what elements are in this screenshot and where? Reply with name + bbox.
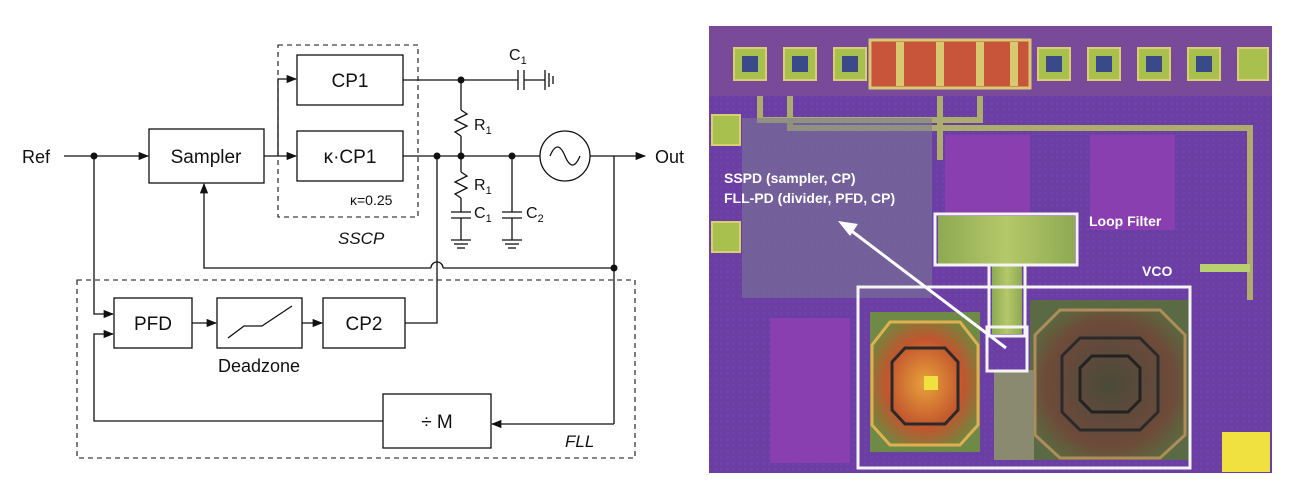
loop-filter-label: Loop Filter	[1089, 213, 1162, 229]
vco-label: VCO	[1142, 263, 1172, 279]
inductor-right-inner2	[1078, 354, 1142, 414]
kcp1-block	[296, 130, 404, 182]
ref-to-pfd-wire	[93, 156, 115, 319]
red-pad-bars	[896, 42, 1018, 86]
divider-block	[382, 393, 492, 449]
c2-label: C2	[526, 205, 544, 225]
r1-lower-resistor	[453, 171, 469, 199]
divider-label: ÷ M	[421, 412, 453, 433]
fll-pd-label: FLL-PD (divider, PFD, CP)	[724, 190, 895, 206]
top-pad-cores	[742, 56, 1212, 72]
loop-filter-outline	[933, 212, 1079, 267]
loop-filter-stem	[992, 264, 1022, 334]
ref-label: Ref	[22, 147, 51, 167]
sscp-group-box	[277, 44, 419, 218]
cp1-label: CP1	[332, 71, 369, 92]
vco-core-strip	[994, 370, 1034, 460]
sampler-to-cp1-wire	[277, 74, 298, 156]
red-pad-group	[868, 38, 1032, 90]
c1-top-label: C1	[509, 47, 527, 67]
kcp1-label: κ·CP1	[324, 147, 377, 168]
sampler-label: Sampler	[171, 147, 242, 168]
magenta-pad-a	[945, 135, 1030, 230]
fll-group-box	[76, 279, 636, 459]
die-micrograph: SSPD (sampler, CP) FLL-PD (divider, PFD,…	[709, 26, 1272, 473]
vco-outline	[856, 285, 1192, 470]
vco-sine-icon	[549, 146, 581, 166]
loop-filter-stem-outline	[987, 265, 1027, 338]
right-bar	[1200, 264, 1250, 272]
sspd-pointer-arrowhead	[838, 221, 858, 236]
pll-schematic: SSCP FLL Ref Sampler CP1 κ·CP1 κ=0.25	[22, 44, 684, 459]
deadzone-label: Deadzone	[218, 356, 300, 376]
r1-lower-label: R1	[474, 177, 492, 197]
sspd-pointer-arrow	[844, 224, 1007, 350]
r1-upper-label: R1	[474, 117, 492, 137]
pfd-label: PFD	[134, 314, 172, 335]
deadzone-block	[216, 297, 303, 349]
sspd-label: SSPD (sampler, CP)	[724, 170, 856, 186]
inductor-right-inner	[1060, 336, 1160, 432]
r1-upper-resistor	[453, 109, 469, 137]
magenta-pad-c	[770, 318, 850, 463]
divider-to-pfd-wire	[93, 329, 383, 422]
inductor-left-core	[924, 376, 938, 390]
loop-filter-metal	[938, 216, 1075, 264]
inductor-left-inner	[890, 346, 960, 426]
sspd-outline	[985, 325, 1029, 373]
sscp-label: SSCP	[338, 229, 385, 248]
inductor-right	[1033, 308, 1187, 460]
cp2-label: CP2	[346, 314, 383, 335]
out-label: Out	[655, 147, 684, 167]
feedback-to-sampler-wire-b	[199, 182, 431, 269]
bottom-right-pad	[1222, 432, 1270, 472]
cp2-block	[322, 297, 406, 349]
pfd-block	[113, 297, 193, 349]
cp2-out-wire	[405, 156, 438, 324]
fll-label: FLL	[565, 432, 594, 451]
c1-bottom-label: C1	[474, 205, 492, 225]
left-pads	[711, 114, 741, 253]
kappa-note: κ=0.25	[350, 192, 393, 208]
sampler-block	[148, 128, 265, 184]
top-pads	[733, 47, 1269, 81]
magenta-pad-b	[1090, 135, 1175, 230]
deadzone-curve-icon	[227, 305, 293, 339]
